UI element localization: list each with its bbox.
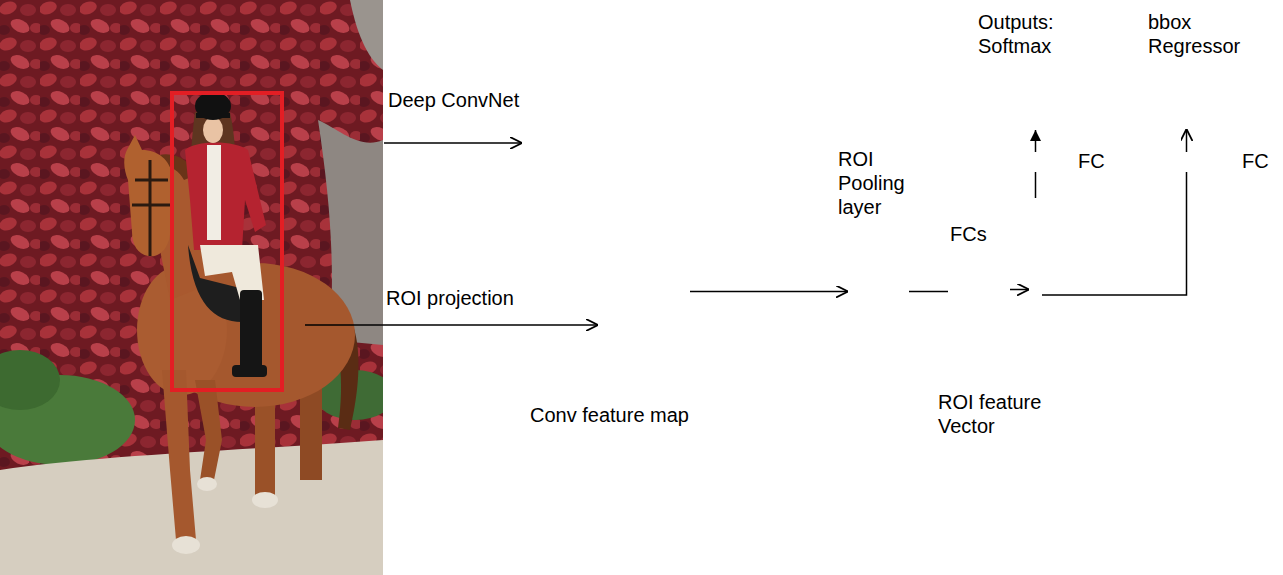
feature-vector: ROI feature Vector — [1029, 198, 1042, 370]
layer-label: ROI Pooling layer — [838, 147, 920, 219]
bar-shape — [1158, 152, 1215, 172]
rider-foot — [232, 365, 267, 377]
layer-bar — [1030, 199, 1042, 370]
wall — [350, 0, 383, 70]
bbox-output: bbox Regressor — [1138, 117, 1232, 129]
connector — [1035, 172, 1037, 198]
layer-label: FC — [1078, 149, 1118, 173]
layer-label: ROI feature Vector — [938, 390, 1060, 438]
pooling-cube-side — [897, 262, 909, 321]
layer-bar — [1159, 153, 1215, 172]
fc-layers: FCs — [948, 262, 1010, 317]
horse-leg — [162, 370, 196, 540]
layer-label: bbox Regressor — [1148, 10, 1260, 58]
roi-region-side — [658, 236, 690, 368]
connector — [1186, 129, 1188, 152]
roi-region-shape — [556, 236, 690, 368]
layer-label: FC — [1242, 149, 1282, 173]
output-bar — [991, 119, 1080, 129]
fc-link — [967, 289, 991, 291]
roi-region-cube — [556, 236, 690, 368]
horse-hoof — [197, 477, 217, 491]
redbar-shape — [990, 118, 1081, 130]
output-bar — [1139, 118, 1231, 128]
rider-boot — [240, 290, 262, 375]
connector — [1010, 289, 1029, 291]
input-photo — [0, 0, 383, 575]
rider-jacket — [185, 143, 266, 251]
pooling-cube-front — [848, 274, 897, 321]
connector — [690, 291, 848, 293]
bridle — [132, 160, 170, 256]
bar-shape — [1008, 152, 1063, 172]
feature-map-cube-top — [530, 45, 835, 130]
rider-helmet-brim — [196, 113, 230, 118]
redbar-shape — [1138, 117, 1232, 129]
label-holder: ROI projection — [386, 286, 514, 310]
layer-label: Outputs: Softmax — [978, 10, 1074, 58]
connector — [1042, 172, 1187, 295]
label-holder: Deep ConvNet — [388, 88, 519, 112]
layer-bar — [1009, 153, 1063, 172]
projection-arrow — [305, 324, 598, 326]
convnet-arrow — [384, 142, 522, 144]
arrow-label: ROI projection — [386, 286, 514, 310]
pooling-cube-top — [848, 262, 909, 274]
roi-box — [172, 93, 282, 390]
bar-shape — [1029, 198, 1042, 370]
connector — [909, 291, 948, 293]
fc-layer: FC — [1008, 152, 1063, 172]
layer-label: Conv feature map — [530, 403, 790, 427]
fc-bar — [949, 263, 967, 317]
fcs-shape — [948, 262, 1010, 317]
fc-layer: FC — [1158, 152, 1215, 172]
arrow-label: Deep ConvNet — [388, 88, 519, 112]
feature-map-cube-side — [750, 45, 835, 370]
connector — [1035, 130, 1037, 152]
softmax-output: Outputs: Softmax — [990, 118, 1081, 130]
horse-head — [124, 135, 172, 256]
fc-bar — [991, 263, 1009, 317]
bigcube-shape — [530, 45, 835, 370]
layer-label: FCs — [950, 222, 1010, 246]
bush — [0, 350, 60, 410]
foliage — [0, 0, 383, 575]
cube-shape — [848, 262, 909, 321]
rider-face — [203, 117, 223, 143]
horse-hoof — [252, 492, 278, 508]
horse-leg — [195, 380, 222, 480]
rider-shirt — [207, 145, 221, 240]
roi-region-top — [556, 236, 690, 268]
feature-map: Conv feature map — [530, 45, 835, 370]
feature-map-cube-front — [530, 130, 750, 370]
rider-helmet — [195, 92, 231, 120]
horse-hoof — [172, 536, 200, 554]
roi-region-front — [556, 268, 658, 368]
roi-pooling: ROI Pooling layer — [848, 262, 909, 321]
